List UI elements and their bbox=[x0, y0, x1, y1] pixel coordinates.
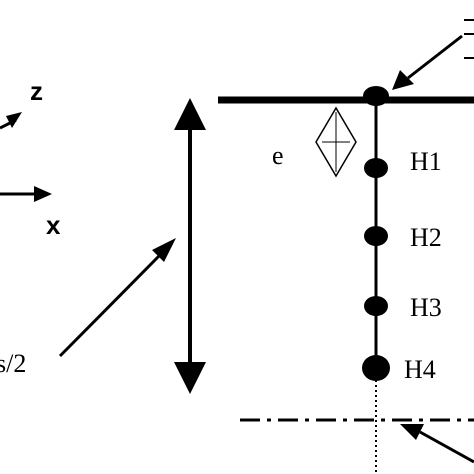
node-h4 bbox=[362, 355, 390, 381]
node-h1 bbox=[364, 158, 388, 178]
z-axis-arrowhead bbox=[6, 112, 22, 128]
span-dimension-arrow bbox=[174, 98, 206, 394]
x-axis-arrowhead bbox=[34, 186, 52, 202]
node-h2 bbox=[364, 226, 388, 246]
node-h3-label: H3 bbox=[410, 293, 442, 322]
half-span-label: s/2 bbox=[0, 349, 26, 378]
e-diamond bbox=[315, 106, 357, 178]
span-arrow-top-head bbox=[174, 98, 206, 130]
span-arrow-bottom-head bbox=[174, 362, 206, 394]
node-h3 bbox=[364, 296, 388, 316]
axis-indicator: z x bbox=[0, 76, 61, 240]
top-node-leader bbox=[392, 19, 474, 90]
node-h1-label: H1 bbox=[410, 147, 442, 176]
reference-leader bbox=[400, 424, 474, 464]
node-h4-label: H4 bbox=[404, 355, 436, 384]
reference-leader-arrowhead bbox=[400, 424, 424, 440]
node-h2-label: H2 bbox=[410, 223, 442, 252]
top-node bbox=[363, 86, 389, 106]
x-axis-label: x bbox=[46, 210, 61, 240]
e-label: e bbox=[272, 141, 284, 170]
half-span-leader-arrowhead bbox=[152, 238, 176, 262]
top-node-leader-arrowhead bbox=[392, 70, 414, 90]
z-axis-label: z bbox=[30, 76, 43, 106]
half-span-leader: s/2 bbox=[0, 238, 176, 378]
